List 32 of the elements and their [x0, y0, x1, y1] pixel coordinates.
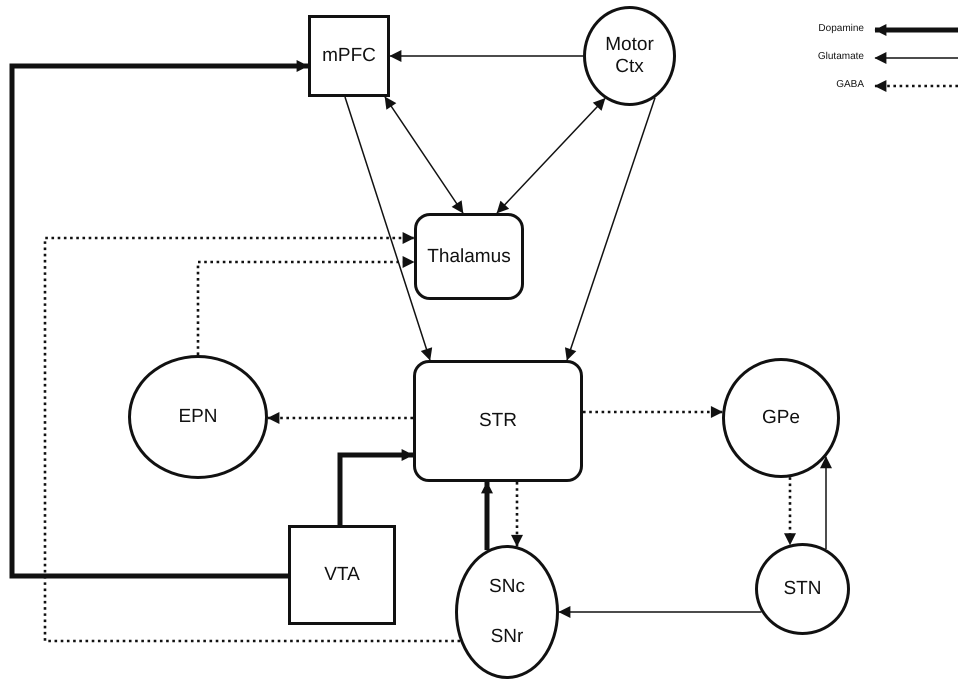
brain-region-box — [288, 525, 396, 625]
arrow — [10, 60, 309, 578]
arrow — [481, 481, 493, 550]
dotted-arrow — [511, 482, 523, 547]
legend-label: GABA — [836, 79, 864, 90]
brain-region-box — [414, 213, 524, 300]
region-label: EPN — [178, 406, 218, 428]
dotted-arrow — [196, 256, 415, 355]
legend-label: Glutamate — [818, 51, 864, 62]
region-label: STN — [784, 578, 822, 600]
brain-region-box — [308, 15, 390, 97]
region-label: VTA — [324, 564, 360, 586]
dotted-arrow — [784, 477, 796, 546]
arrow — [496, 98, 606, 214]
dotted-arrow — [583, 406, 723, 418]
arrow — [338, 449, 414, 525]
legend-label: Dopamine — [818, 23, 864, 34]
region-label: GPe — [762, 407, 800, 429]
dotted-arrow — [267, 412, 413, 424]
region-label: SNr — [490, 626, 524, 648]
region-label: mPFC — [322, 45, 376, 67]
arrow — [558, 606, 762, 618]
arrow — [564, 98, 656, 361]
region-label: SNc — [489, 576, 525, 598]
arrow — [820, 456, 832, 550]
brain-region-box — [413, 360, 583, 482]
arrow — [384, 96, 464, 214]
region-label: STR — [479, 410, 517, 432]
region-label: Thalamus — [427, 246, 511, 268]
region-label: Motor Ctx — [604, 34, 655, 78]
arrow — [344, 96, 432, 361]
arrow — [389, 50, 583, 62]
